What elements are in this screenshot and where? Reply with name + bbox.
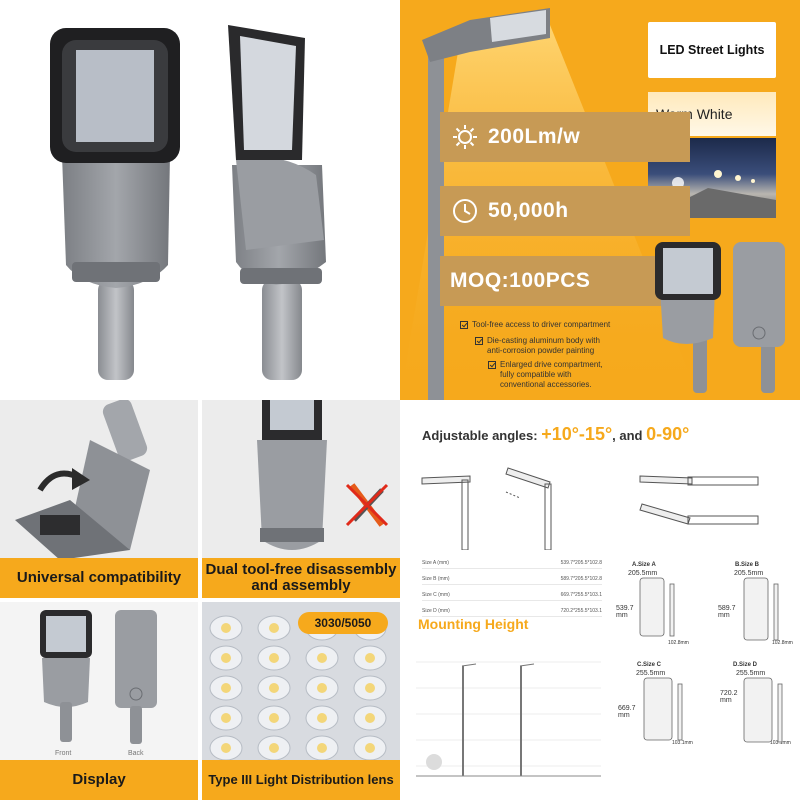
caption-dual: Dual tool-free disassembly and assembly: [202, 558, 400, 598]
dim-width-a: 205.5mm: [628, 570, 658, 577]
card-title: LED Street Lights: [659, 43, 765, 57]
dim-depth-b: 102.8mm: [772, 640, 793, 646]
led-chip: [221, 683, 231, 693]
led-chip: [221, 653, 231, 663]
dim-width-b: 205.5mm: [734, 570, 764, 577]
dim-height-b: 589.7 mm: [718, 605, 736, 619]
led-array-front: [76, 50, 154, 142]
dim-title-a: A.Size A: [632, 562, 656, 568]
size-row-a: Size A (mm)539.7*205.5*102.8: [422, 560, 602, 569]
dim-depth-c: 103.1mm: [672, 740, 693, 746]
display-panel: Front Back Display: [0, 602, 198, 800]
dim-height-c: 669.7 mm: [618, 705, 636, 719]
moq-text: MOQ:100PCS: [450, 269, 591, 292]
led-chip: [365, 713, 375, 723]
caption-display: Display: [0, 760, 198, 800]
dim-depth-d: 103.1mm: [770, 740, 791, 746]
led-type-badge: 3030/5050: [298, 612, 388, 634]
tool-free-panel: Dual tool-free disassembly and assembly: [202, 400, 400, 598]
led-chip: [269, 623, 279, 633]
sun-icon: [453, 125, 477, 149]
led-chip: [221, 713, 231, 723]
mounting-height-diagram: [416, 661, 601, 777]
front-view-light: [50, 28, 180, 380]
led-chip: [317, 713, 327, 723]
led-chip: [269, 743, 279, 753]
dim-width-c: 255.5mm: [636, 670, 666, 677]
features-panel: LED Street Lights Warm White 3000k 200Lm…: [400, 0, 800, 400]
led-chip: [269, 653, 279, 663]
checkbox-icon: [475, 337, 483, 345]
led-chip: [317, 743, 327, 753]
label-back: Back: [128, 750, 144, 757]
led-chip: [269, 713, 279, 723]
led-chip: [365, 683, 375, 693]
dimension-drawings: [639, 577, 783, 743]
dim-width-d: 255.5mm: [736, 670, 766, 677]
checkbox-icon: [460, 321, 468, 329]
mounting-height-heading: Mounting Height: [418, 616, 529, 632]
caption-universal: Universal compatibility: [0, 558, 198, 598]
dim-title-d: D.Size D: [733, 662, 758, 668]
dim-depth-a: 102.8mm: [668, 640, 689, 646]
led-chip: [221, 743, 231, 753]
led-chip: [365, 743, 375, 753]
label-front: Front: [55, 750, 72, 757]
street-light-front-and-side-photo: [50, 25, 326, 380]
caption-lens: Type III Light Distribution lens: [202, 760, 400, 800]
lens-panel: 3030/5050 Type III Light Distribution le…: [202, 602, 400, 800]
dim-height-a: 539.7 mm: [616, 605, 634, 619]
size-row-b: Size B (mm)589.7*205.5*102.8: [422, 576, 602, 585]
lifespan-band: 50,000h: [440, 186, 690, 236]
dim-title-c: C.Size C: [637, 662, 662, 668]
bullet-item: Tool-free access to driver compartment: [460, 320, 630, 330]
efficacy-band: 200Lm/w: [440, 112, 690, 162]
led-chip: [317, 683, 327, 693]
front-back-display-photo: [40, 610, 157, 744]
led-chip: [365, 653, 375, 663]
universal-compatibility-panel: Universal compatibility: [0, 400, 198, 598]
dim-height-d: 720.2 mm: [720, 690, 738, 704]
product-photos-panel: [0, 0, 400, 400]
size-row-c: Size C (mm)669.7*255.5*103.1: [422, 592, 602, 601]
size-row-d: Size D (mm)720.2*255.5*103.1: [422, 608, 602, 617]
led-chip: [269, 683, 279, 693]
angle-diagrams: [421, 467, 759, 550]
led-chip: [317, 653, 327, 663]
bullet-item: Die-casting aluminum body with anti-corr…: [475, 336, 605, 356]
moq-band: MOQ:100PCS: [440, 256, 690, 306]
clock-icon: [453, 199, 477, 223]
no-tools-icon: [345, 483, 389, 527]
led-chip: [221, 623, 231, 633]
efficacy-text: 200Lm/w: [488, 125, 581, 148]
open-driver-compartment-photo: [15, 400, 150, 560]
tool-free-housing-photo: [257, 400, 389, 550]
lifespan-text: 50,000h: [488, 199, 569, 222]
checkbox-icon: [488, 361, 496, 369]
side-view-light: [228, 25, 326, 380]
adjustable-angles-heading: Adjustable angles: +10°-15°, and 0-90°: [422, 424, 690, 444]
title-card: LED Street Lights: [648, 22, 776, 78]
specs-panel: Adjustable angles: +10°-15°, and 0-90° S…: [400, 400, 800, 800]
bullet-item: Enlarged drive compartment, fully compat…: [488, 360, 618, 390]
dim-title-b: B.Size B: [735, 562, 760, 568]
product-thumbnails: [655, 242, 785, 393]
